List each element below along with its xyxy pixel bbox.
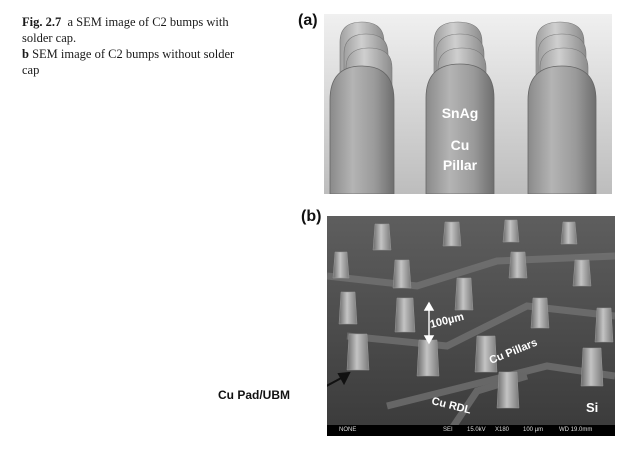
label-cu-pad-ubm: Cu Pad/UBM (218, 388, 290, 402)
caption-part-b: SEM image of C2 bumps without solder cap (22, 47, 235, 77)
label-cu: Cu (451, 137, 470, 153)
info-voltage: 15.0kV (467, 427, 486, 433)
panel-a-label: (a) (298, 12, 318, 29)
cu-pillars (332, 219, 614, 409)
scale-arrow (423, 301, 435, 345)
sem-image-b-graphic: 100µm Cu Pillars Cu RDL Si (327, 216, 615, 436)
panel-b-label: (b) (301, 208, 322, 225)
info-mode: SEI (443, 427, 453, 433)
caption-part-a: a SEM image of C2 bumps with solder cap. (22, 15, 229, 45)
pillar-rows-front (329, 63, 597, 194)
info-scalebar: 100 µm (523, 427, 544, 433)
sem-image-a: SnAg Cu Pillar (324, 14, 612, 194)
caption-sub-b: b (22, 47, 29, 61)
info-detector: NONE (339, 427, 357, 433)
pad-pointer-arrow (327, 371, 351, 387)
sem-info-bar: NONE SEI 15.0kV X180 100 µm WD 19.0mm (327, 425, 615, 436)
sem-image-a-graphic: SnAg Cu Pillar (324, 14, 612, 194)
figure-number: Fig. 2.7 (22, 15, 62, 29)
info-working-distance: WD 19.0mm (559, 427, 593, 433)
label-pillar: Pillar (443, 157, 478, 173)
figure-caption: Fig. 2.7 a SEM image of C2 bumps with so… (22, 14, 242, 78)
info-magnification: X180 (495, 427, 510, 433)
label-snag: SnAg (442, 105, 479, 121)
label-si: Si (586, 400, 598, 415)
sem-image-b: 100µm Cu Pillars Cu RDL Si NONE SEI 15.0… (327, 216, 615, 436)
